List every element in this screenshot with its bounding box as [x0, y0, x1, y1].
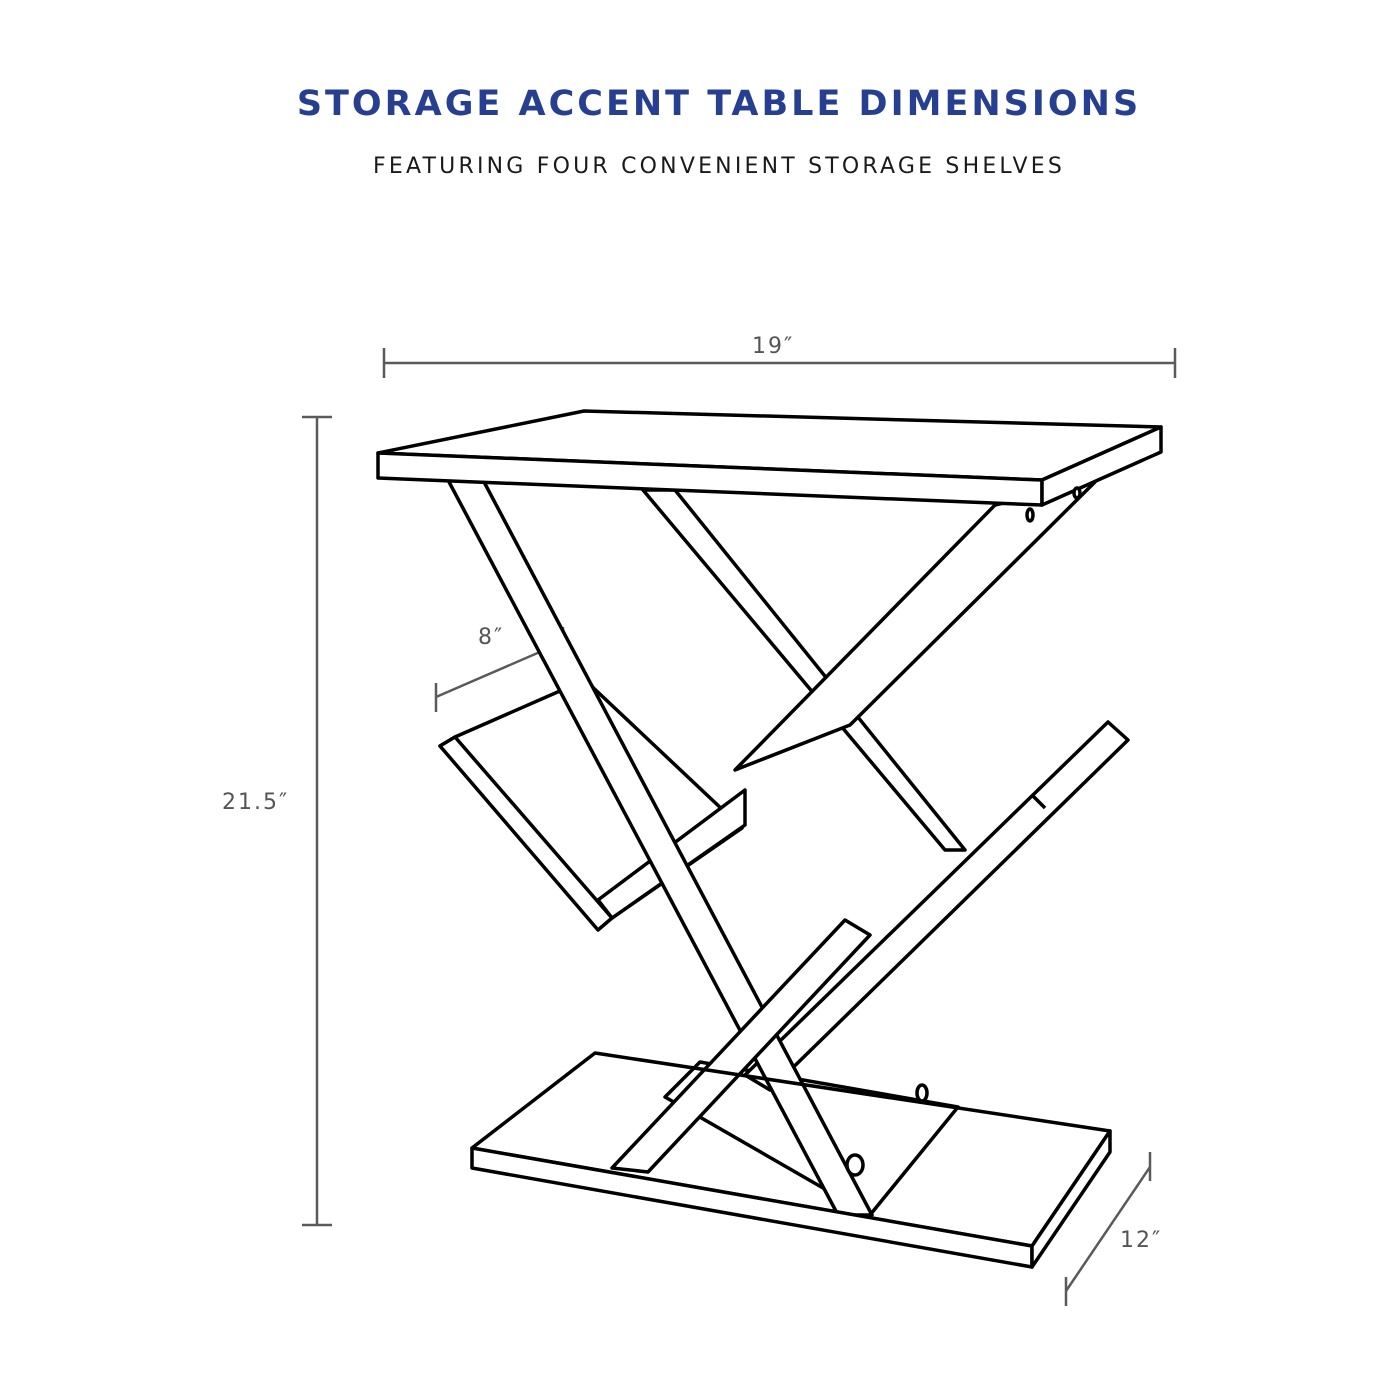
base-front-edge — [470, 1146, 1034, 1269]
width-label: 19″ — [752, 334, 795, 359]
depth-label: 12″ — [1120, 1228, 1163, 1253]
hardware-hole — [1072, 486, 1082, 500]
depth-dimension-line — [1064, 1166, 1152, 1292]
right-upper-shelf — [733, 480, 1097, 772]
hardware-hole — [1025, 507, 1035, 523]
shelf-depth-label: 8″ — [478, 625, 505, 650]
right-lower-shelf — [743, 720, 1130, 1092]
page-subtitle: FEATURING FOUR CONVENIENT STORAGE SHELVE… — [373, 154, 1065, 179]
height-label: 21.5″ — [222, 790, 290, 815]
table-drawing — [376, 409, 1163, 1269]
lower-cross-leg — [610, 918, 872, 1174]
hardware-hole — [915, 1083, 929, 1103]
tabletop-side-edge — [1040, 425, 1163, 507]
page-title: STORAGE ACCENT TABLE DIMENSIONS — [296, 84, 1142, 124]
hardware-hole — [845, 1153, 865, 1177]
front-diagonal-leg — [446, 478, 874, 1217]
base-side-edge — [1030, 1129, 1112, 1269]
